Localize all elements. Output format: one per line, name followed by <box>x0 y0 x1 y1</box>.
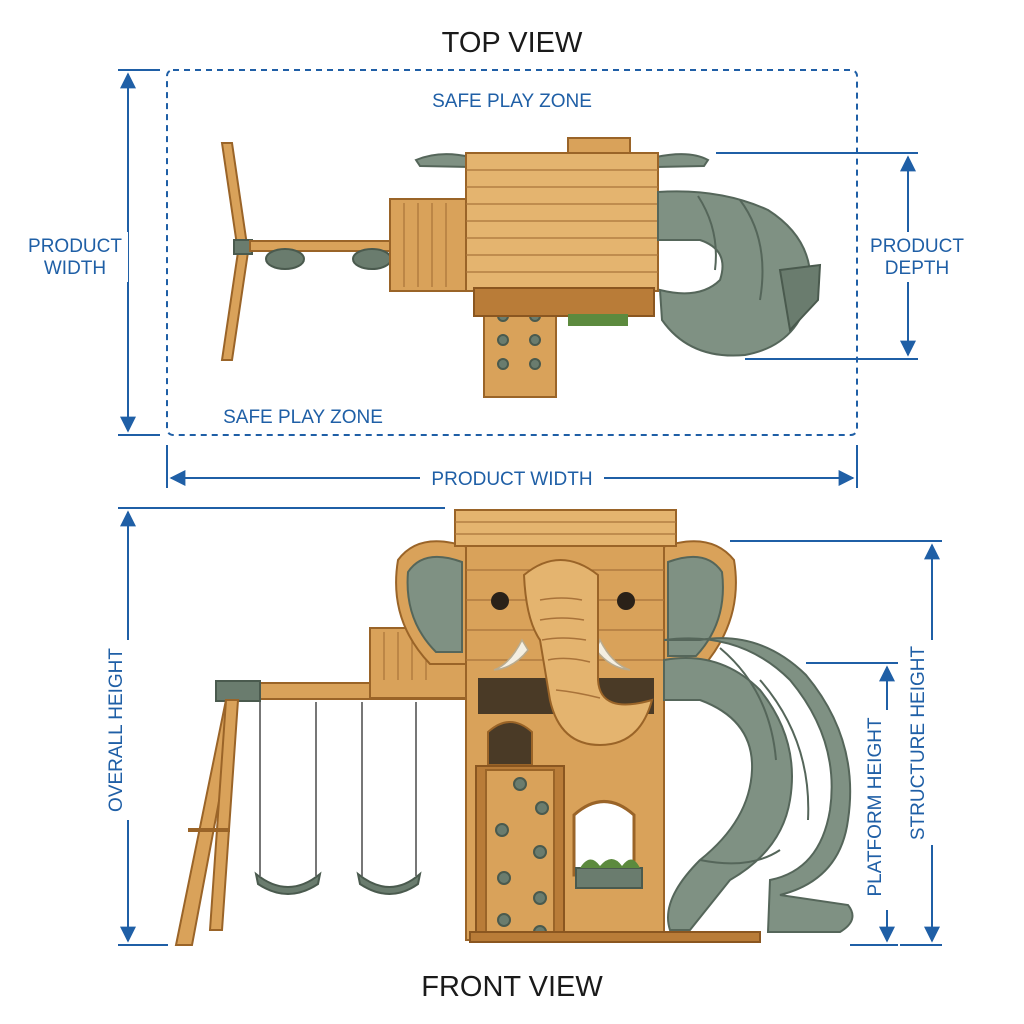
top-bottom-dimension-label: PRODUCT WIDTH <box>431 469 592 490</box>
platform-height-dimension <box>806 662 912 946</box>
platform-height-label: PLATFORM HEIGHT <box>865 717 886 896</box>
top-bottom-dimension <box>166 445 858 492</box>
overall-height-dimension <box>100 507 445 946</box>
product-depth-dimension <box>716 152 968 360</box>
top-left-dimension <box>20 69 160 436</box>
top-view-playset-illustration <box>220 137 822 398</box>
safe-play-zone-outline <box>166 69 858 436</box>
front-view-title: FRONT VIEW <box>421 971 603 1003</box>
overall-height-label: OVERALL HEIGHT <box>106 648 127 812</box>
safe-play-zone-label-bottom: SAFE PLAY ZONE <box>223 407 383 428</box>
structure-height-dimension <box>730 540 958 946</box>
top-view-title: TOP VIEW <box>442 27 583 59</box>
safe-play-zone-label-top: SAFE PLAY ZONE <box>432 91 592 112</box>
front-view-playset-illustration <box>174 509 854 946</box>
structure-height-label: STRUCTURE HEIGHT <box>908 646 929 841</box>
